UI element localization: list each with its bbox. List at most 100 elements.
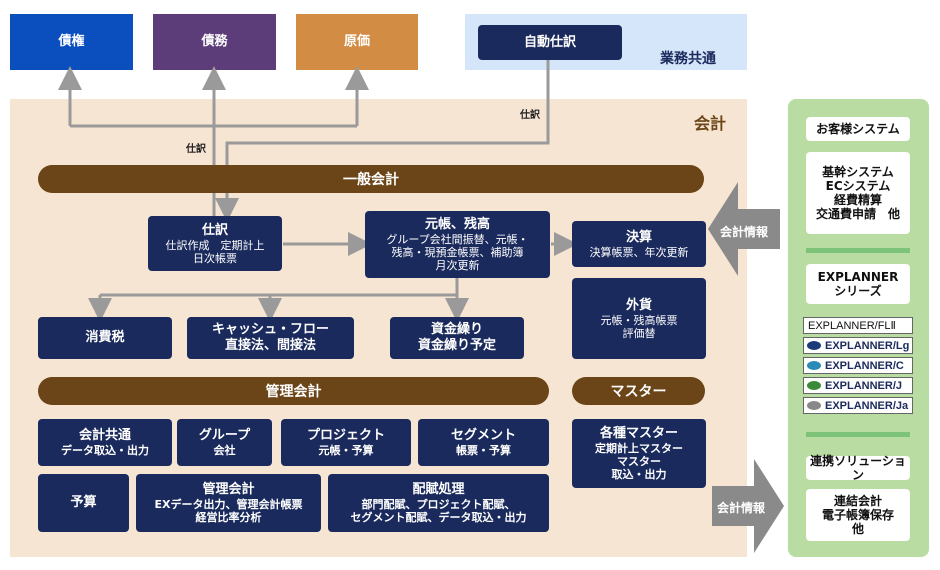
- genka-box: 原価: [296, 14, 418, 70]
- kaikei-joho-arrow-upper: [708, 182, 780, 276]
- shiwake-line-2: 日次帳票: [193, 251, 237, 265]
- cashflow-title: キャッシュ・フロー: [211, 322, 329, 337]
- kaikei-title: 会計: [694, 114, 727, 133]
- shikin-title: 資金繰り: [430, 322, 483, 337]
- shiwake-label-right: 仕訳: [520, 110, 540, 121]
- master-box-line-1: 定期計上マスター: [595, 442, 683, 455]
- logo-text-fl2: EXPLANNER/FLⅡ: [808, 320, 896, 332]
- logo-explanner-j: EXPLANNER/J: [803, 377, 913, 394]
- logo-text-c: EXPLANNER/C: [825, 359, 904, 372]
- logo-explanner-ja: EXPLANNER/Ja: [803, 397, 913, 414]
- group-title: グループ: [198, 428, 251, 443]
- kanrikaikei-box: 管理会計 EXデータ出力、管理会計帳票 経営比率分析: [136, 474, 321, 532]
- haifu-box: 配賦処理 部門配賦、プロジェクト配賦、 セグメント配賦、データ取込・出力: [328, 474, 549, 532]
- kessan-box: 決算 決算帳票、年次更新: [572, 221, 706, 267]
- jidou-shiwake-box: 自動仕訳: [478, 25, 622, 60]
- kanrikaikei-line-2: 経営比率分析: [195, 511, 262, 524]
- shohizei-box: 消費税: [38, 317, 172, 359]
- cashflow-box: キャッシュ・フロー 直接法、間接法: [187, 317, 354, 359]
- haifu-line-1: 部門配賦、プロジェクト配賦、: [361, 498, 516, 511]
- saiken-label: 債権: [58, 34, 85, 49]
- master-box-title: 各種マスター: [599, 426, 678, 441]
- gaika-line-1: 元帳・残高帳票: [600, 313, 678, 327]
- kaikei-joho-arrow-lower: [712, 459, 784, 553]
- kessan-line: 決算帳票、年次更新: [589, 245, 689, 259]
- kanrikaikei-title: 管理会計: [202, 482, 255, 497]
- project-line: 元帳・予算: [318, 444, 374, 457]
- segment-title: セグメント: [450, 428, 516, 443]
- yosan-label: 予算: [70, 495, 97, 510]
- gaika-line-2: 評価替: [622, 326, 656, 340]
- jidou-shiwake-label: 自動仕訳: [523, 34, 576, 50]
- renkei-item-3: 他: [851, 522, 864, 536]
- system-item-2: ECシステム: [825, 179, 891, 193]
- kanrikaikei-line-1: EXデータ出力、管理会計帳票: [154, 498, 303, 511]
- kaikei-joho-lower-label: 会計情報: [717, 501, 766, 515]
- group-line: 会社: [213, 444, 236, 457]
- renkei-item-1: 連結会計: [833, 494, 882, 508]
- customer-system-label: お客様システム: [816, 122, 900, 136]
- saimu-label: 債務: [201, 34, 228, 49]
- logo-explanner-fl2: EXPLANNER/FLⅡ: [803, 317, 913, 334]
- shiwake-label-left: 仕訳: [186, 144, 206, 155]
- gaika-box: 外貨 元帳・残高帳票 評価替: [572, 278, 706, 359]
- system-item-1: 基幹システム: [822, 165, 894, 179]
- explanner-lg-icon: [807, 341, 821, 350]
- logo-text-lg: EXPLANNER/Lg: [825, 339, 910, 352]
- motocho-title: 元帳、残高: [424, 217, 490, 232]
- segment-line: 帳票・予算: [456, 444, 511, 457]
- separator-2: [806, 432, 910, 437]
- renkei-solution-label: 連携ソリューション: [810, 454, 906, 482]
- saiken-box: 債権: [10, 14, 133, 70]
- motocho-line-3: 月次更新: [435, 259, 480, 272]
- explanner-line-2: シリーズ: [834, 284, 882, 298]
- gyomu-kyotsu-title: 業務共通: [660, 51, 716, 67]
- renkei-solution-box: 連携ソリューション: [806, 454, 910, 482]
- system-item-3: 経費精算: [833, 193, 882, 207]
- motocho-line-1: グループ会社間振替、元帳・: [386, 233, 529, 246]
- gaika-title: 外貨: [625, 297, 652, 313]
- explanner-series-box: EXPLANNER シリーズ: [806, 264, 910, 304]
- group-box: グループ 会社: [177, 419, 272, 466]
- kyotsu-title: 会計共通: [78, 428, 131, 443]
- explanner-line-1: EXPLANNER: [817, 270, 899, 284]
- explanner-ja-icon: [807, 401, 821, 410]
- master-box: 各種マスター 定期計上マスター マスター 取込・出力: [572, 419, 706, 488]
- kanri-kaikei-bar: 管理会計: [38, 377, 549, 405]
- customer-systems-list: 基幹システム ECシステム 経費精算 交通費申請 他: [806, 152, 910, 234]
- master-box-line-3: 取込・出力: [611, 468, 667, 481]
- shikin-line: 資金繰り予定: [417, 338, 496, 353]
- genka-label: 原価: [343, 34, 370, 49]
- motocho-box: 元帳、残高 グループ会社間振替、元帳・ 残高・現預金帳票、補助簿 月次更新: [365, 211, 550, 278]
- system-item-4: 交通費申請 他: [815, 207, 900, 221]
- shiwake-box: 仕訳 仕訳作成 定期計上 日次帳票: [148, 216, 282, 271]
- master-bar: マスター: [572, 377, 705, 405]
- customer-system-box: お客様システム: [806, 117, 910, 141]
- logo-explanner-lg: EXPLANNER/Lg: [803, 337, 913, 354]
- explanner-c-icon: [807, 361, 821, 370]
- segment-box: セグメント 帳票・予算: [418, 419, 549, 466]
- shohizei-label: 消費税: [85, 330, 125, 345]
- project-title: プロジェクト: [306, 428, 385, 443]
- renkei-item-2: 電子帳簿保存: [821, 508, 894, 522]
- explanner-j-icon: [807, 381, 821, 390]
- kyotsu-line: データ取込・出力: [61, 444, 149, 457]
- cashflow-line: 直接法、間接法: [224, 338, 316, 353]
- logo-text-j: EXPLANNER/J: [825, 379, 903, 392]
- kaikei-joho-upper-label: 会計情報: [720, 225, 769, 239]
- kyotsu-box: 会計共通 データ取込・出力: [38, 419, 172, 466]
- haifu-title: 配賦処理: [412, 482, 465, 497]
- saimu-box: 債務: [153, 14, 276, 70]
- separator-1: [806, 248, 910, 253]
- kessan-title: 決算: [625, 229, 652, 245]
- yosan-box: 予算: [38, 474, 129, 532]
- shikin-box: 資金繰り 資金繰り予定: [390, 317, 524, 359]
- master-box-line-2: マスター: [617, 455, 661, 468]
- motocho-line-2: 残高・現預金帳票、補助簿: [391, 246, 524, 259]
- logo-text-ja: EXPLANNER/Ja: [825, 399, 909, 412]
- shiwake-line-1: 仕訳作成 定期計上: [165, 238, 265, 252]
- renkei-items-box: 連結会計 電子帳簿保存 他: [806, 489, 910, 541]
- project-box: プロジェクト 元帳・予算: [281, 419, 411, 466]
- ippan-kaikei-bar: 一般会計: [38, 165, 704, 193]
- haifu-line-2: セグメント配賦、データ取込・出力: [350, 511, 527, 524]
